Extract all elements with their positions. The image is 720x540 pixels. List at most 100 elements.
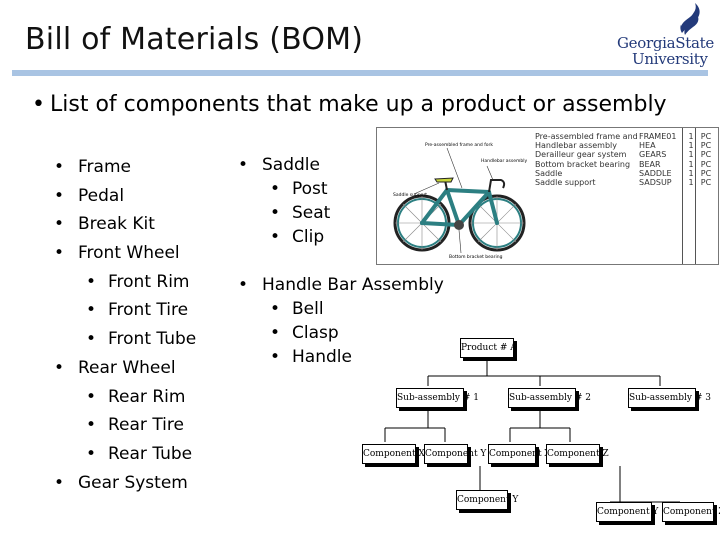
bullet-icon: • <box>270 299 281 319</box>
bom-table-row: Derailleur gear system GEARS 1 PC <box>535 150 715 159</box>
list-item-text: Bell <box>292 299 324 319</box>
sub-list-item: • Seat <box>262 201 444 225</box>
bullet-icon: • <box>54 214 65 235</box>
bom-table-cell: HEA <box>639 141 656 151</box>
list-item: •Saddle <box>238 153 444 177</box>
tree-component: Component Z <box>546 444 609 464</box>
bullet-icon: • <box>54 185 65 206</box>
list-item-text: Frame <box>78 157 131 177</box>
sub-list-item: • Front Tire <box>78 296 196 325</box>
bullet-icon: • <box>270 227 281 247</box>
bike-label-bearing: Bottom bracket bearing <box>449 254 503 260</box>
tree-root: Product # A <box>460 338 517 358</box>
bom-table-cell: FRAME01 <box>639 132 677 141</box>
sub-list-item: • Rear Tube <box>78 440 196 469</box>
tree-sub-assembly-2: Sub-assembly # 2 <box>508 388 591 408</box>
list-item: • Rear Wheel <box>54 354 196 383</box>
list-item-text: Rear Wheel <box>78 357 176 378</box>
bom-table-cell: SADDLE <box>639 168 672 178</box>
bom-table-cell: PC <box>700 141 712 151</box>
bom-table-cell: PC <box>700 159 712 169</box>
list-item: • Break Kit <box>54 210 196 239</box>
bom-table-cell: SADSUP <box>639 178 672 188</box>
bom-table-row: Saddle SADDLE 1 PC <box>535 169 715 178</box>
lead-bullet-text: List of components that make up a produc… <box>50 92 667 117</box>
bullet-icon: • <box>270 323 281 343</box>
bullet-icon: • <box>32 92 45 117</box>
tree-component: Component Y <box>596 502 658 522</box>
bom-table-cell: Derailleur gear system <box>535 150 627 160</box>
sub-list-item: • Bell <box>262 297 444 321</box>
component-list-left: •Frame•Pedal•Break Kit•Front Wheel•Front… <box>54 153 196 497</box>
sub-list-item: • Rear Tire <box>78 411 196 440</box>
bullet-icon: • <box>54 157 65 177</box>
bom-table-cell: 1 <box>688 168 694 178</box>
list-item-text: Front Wheel <box>78 243 180 264</box>
bom-table-cell: Saddle <box>535 168 563 178</box>
lead-bullet: • List of components that make up a prod… <box>32 92 667 117</box>
list-item-text: Clip <box>292 227 325 247</box>
bullet-icon: • <box>86 329 97 350</box>
list-item-text: Seat <box>292 203 331 223</box>
bom-table-cell: BEAR <box>639 159 661 169</box>
bullet-icon: • <box>86 443 97 464</box>
bom-table-cell: 1 <box>688 132 694 141</box>
bullet-icon: • <box>54 357 65 378</box>
bom-table-cell: GEARS <box>639 150 667 160</box>
bom-table-cell: PC <box>700 168 712 178</box>
bom-table-cell: Saddle support <box>535 178 596 188</box>
bullet-icon: • <box>54 243 65 264</box>
list-item-text: Gear System <box>78 472 188 493</box>
bullet-icon: • <box>238 275 249 295</box>
logo-wordmark-bottom: University <box>632 50 708 68</box>
bullet-icon: • <box>270 179 281 199</box>
bullet-icon: • <box>86 300 97 321</box>
bom-table: Pre-assembled frame and forkFRAME011PCHa… <box>535 132 715 187</box>
list-item-text: Rear Tube <box>108 443 193 464</box>
bullet-icon: • <box>86 386 97 407</box>
bom-table-cell: PC <box>700 178 712 188</box>
bom-table-cell: 1 <box>688 178 694 188</box>
title-divider <box>12 70 708 76</box>
list-item-text: Rear Rim <box>108 386 186 407</box>
bullet-icon: • <box>86 415 97 436</box>
bike-label-handlebar: Handlebar assembly <box>481 158 527 164</box>
product-structure-tree: Product # A Sub-assembly # 1 Sub-assembl… <box>360 330 720 540</box>
sub-list-item: • Rear Rim <box>78 383 196 412</box>
bike-label-saddle: Saddle support <box>393 192 427 198</box>
tree-sub-assembly-3: Sub-assembly # 3 <box>628 388 711 408</box>
bom-table-cell: 1 <box>688 150 694 160</box>
list-item-text: Front Rim <box>108 271 190 292</box>
tree-component: Component Z <box>662 502 720 522</box>
tree-component: Component X <box>488 444 551 464</box>
bullet-icon: • <box>270 347 281 367</box>
sub-list-item: •Front Tube <box>78 325 196 354</box>
bom-table-cell: 1 <box>688 141 694 151</box>
bom-table-cell: Pre-assembled frame and fork <box>535 132 639 141</box>
list-item-text: Front Tire <box>108 300 189 321</box>
sub-list-item: •Front Rim <box>78 268 196 297</box>
list-item: • Frame <box>54 153 196 182</box>
list-item: •Pedal <box>54 182 196 211</box>
bicycle-bom-image: Pre-assembled frame and fork Handlebar a… <box>376 127 719 265</box>
list-item-text: Clasp <box>292 323 339 343</box>
bullet-icon: • <box>270 203 281 223</box>
component-list-right: •Saddle•Post•Seat•Clip•Handle Bar Assemb… <box>238 153 444 369</box>
logo-wordmark-top: GeorgiaState <box>617 34 714 52</box>
flame-logo-icon <box>680 3 700 35</box>
bom-table-cell: PC <box>700 150 712 160</box>
table-divider <box>682 128 683 264</box>
list-item-text: Rear Tire <box>108 415 184 436</box>
list-item-text: Break Kit <box>78 214 155 235</box>
tree-component: Component X <box>362 444 425 464</box>
bicycle-illustration: Pre-assembled frame and fork Handlebar a… <box>393 142 527 260</box>
bom-table-row: Saddle support SADSUP 1 PC <box>535 178 715 187</box>
list-item-text: Handle <box>292 347 352 367</box>
bullet-icon: • <box>54 472 65 493</box>
tree-component: Component Y <box>456 490 518 510</box>
table-divider <box>695 128 696 264</box>
bom-table-cell: Bottom bracket bearing <box>535 159 631 169</box>
tree-component: Component Y <box>424 444 486 464</box>
list-item: •Handle Bar Assembly <box>238 273 444 297</box>
